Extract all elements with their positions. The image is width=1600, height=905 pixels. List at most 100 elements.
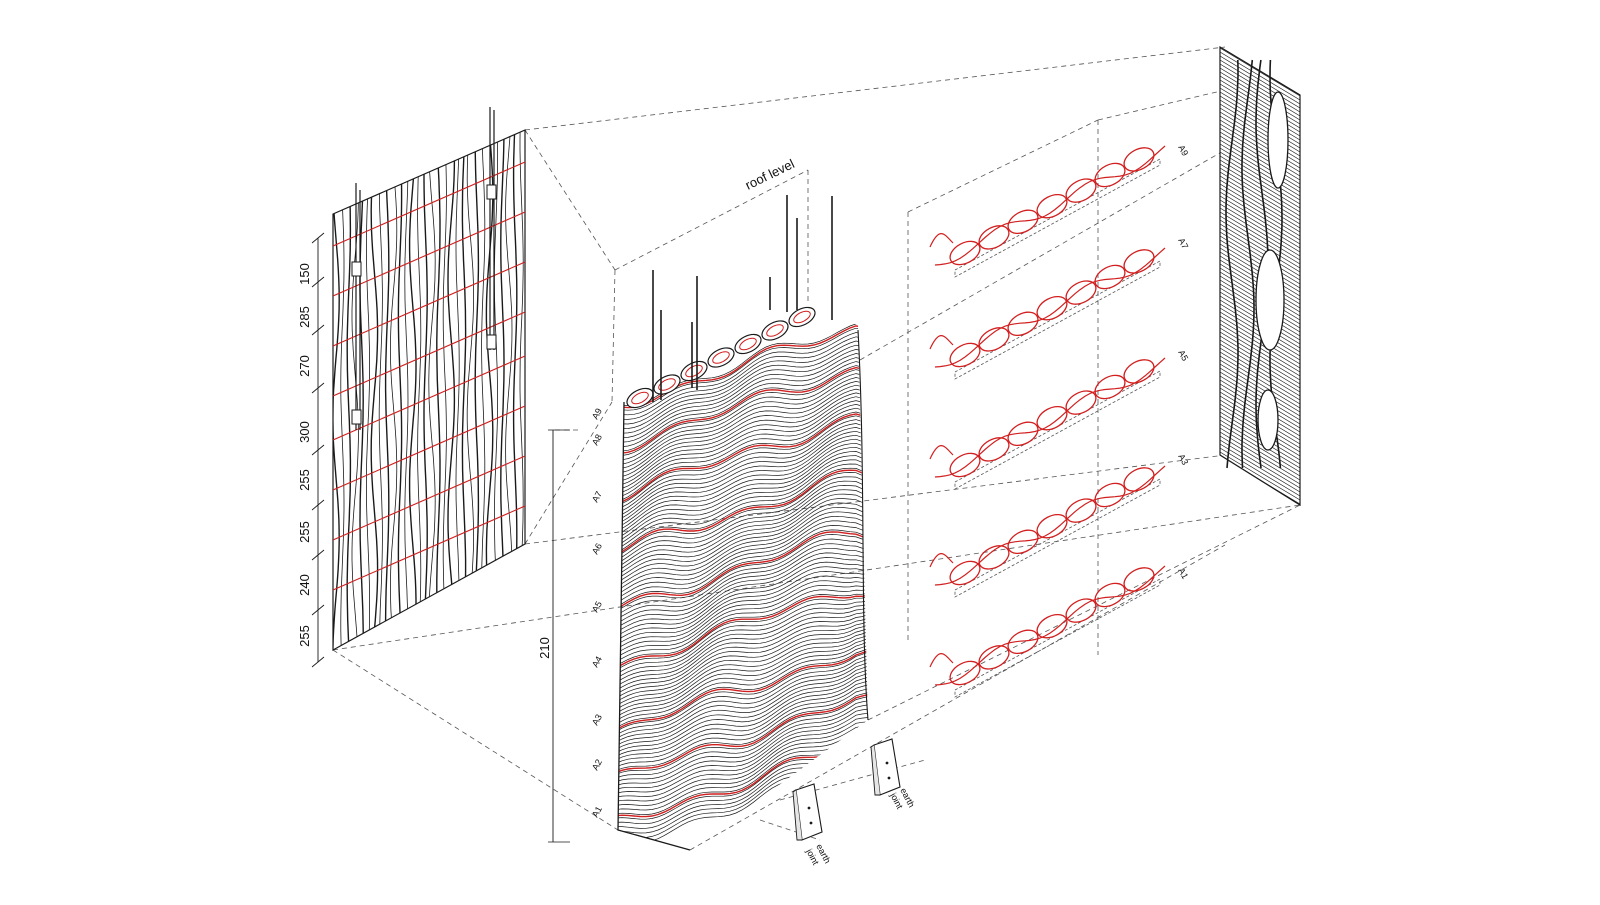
guide-line (779, 759, 926, 801)
side-layer-line (1220, 135, 1300, 185)
wall-print-layer (618, 614, 868, 691)
wall-print-layer (618, 725, 868, 802)
rod-coupler (351, 409, 362, 425)
side-layer-line (1220, 451, 1300, 501)
section-cell (1036, 613, 1068, 639)
side-void-wall (1241, 59, 1255, 469)
side-layer-line (1220, 203, 1300, 253)
wall-print-layer (618, 692, 868, 772)
wall-print-layer (618, 529, 868, 608)
wall-print-layer (618, 353, 868, 439)
dim-label-1: 150 (297, 263, 312, 285)
wall-print-layer (618, 511, 868, 592)
wall-print-layer (618, 381, 868, 470)
dimension-tick (311, 324, 325, 336)
section-plate (954, 260, 1161, 380)
section-cell (1007, 529, 1039, 555)
section-cell (949, 240, 981, 266)
wall-print-layer (618, 411, 868, 503)
side-layer-line (1220, 55, 1300, 105)
wall-print-layer (618, 438, 868, 529)
wall-level-courses (618, 325, 868, 818)
wall-print-layer (618, 404, 868, 495)
height-dimension-label: 210 (537, 637, 552, 659)
wall-top-infill-pattern (626, 306, 816, 409)
wall-print-layer (618, 600, 868, 675)
side-layer-line (1220, 187, 1300, 237)
wall-print-layer (618, 489, 868, 573)
elevation-dimension-chain: 150 285 270 300 255 255 240 255 (297, 232, 325, 668)
top-infill-cell-inner (793, 310, 811, 324)
wall-print-layer (618, 340, 868, 425)
wall-right-edge (857, 329, 869, 721)
section-label-a3: A3 (1176, 452, 1190, 466)
wall-level-course (618, 413, 868, 505)
side-layer-line (1220, 131, 1300, 181)
elevation-layer-stripes (333, 130, 524, 650)
section-contour (934, 465, 1166, 586)
section-contour (934, 145, 1166, 266)
section-cell (1007, 209, 1039, 235)
guide-line (907, 119, 1099, 213)
side-layer-line (1220, 447, 1300, 497)
wall-print-layer (618, 430, 868, 521)
section-cell (1007, 629, 1039, 655)
joint-hole (807, 806, 811, 810)
dim-label-3: 270 (297, 355, 312, 377)
section-cell (1065, 280, 1097, 305)
wall-print-layer (618, 369, 868, 457)
guide-line (611, 269, 616, 403)
section-cell (1036, 193, 1068, 219)
side-layer-line (1220, 371, 1300, 421)
wall-print-layer (618, 520, 868, 600)
side-layer-line (1220, 191, 1300, 241)
dimension-tick (311, 549, 325, 561)
section-plate (954, 370, 1161, 490)
top-infill-cell (788, 306, 816, 328)
side-layer-line (1220, 51, 1300, 101)
side-layer-line (1220, 143, 1300, 193)
guide-line (759, 819, 821, 841)
wall-print-layer (618, 669, 868, 750)
section-label-a1: A1 (1176, 566, 1190, 580)
elevation-stripe (436, 130, 441, 650)
wall-print-layer (618, 747, 868, 825)
section-cell (1007, 421, 1039, 447)
section-cell (978, 225, 1010, 250)
section-plate (954, 578, 1161, 698)
dim-label-6: 255 (297, 521, 312, 543)
joint-hole (809, 821, 813, 825)
elevation-reinforcement-rods (351, 107, 497, 430)
wall-print-layer (618, 357, 868, 443)
section-label-a5: A5 (1176, 348, 1190, 362)
wall-print-layer (618, 631, 868, 711)
elevation-course-line (333, 405, 525, 491)
side-layer-line (1220, 211, 1300, 261)
level-label-a5: A5 (590, 600, 604, 614)
top-infill-cell-inner (712, 351, 730, 364)
wall-print-layer (618, 463, 868, 550)
section-cell (949, 452, 981, 478)
dim-label-8: 255 (297, 625, 312, 647)
wall-print-layer (618, 580, 868, 654)
wall-print-layer (618, 644, 868, 725)
wall-print-layer (618, 344, 868, 429)
joint-hole (885, 761, 889, 765)
section-contour-end (929, 233, 954, 248)
side-layer-line (1220, 231, 1300, 281)
earth-joints (792, 738, 901, 841)
level-label-a3: A3 (590, 713, 604, 727)
section-label-a7: A7 (1176, 236, 1190, 250)
wall-print-layer (618, 543, 868, 620)
side-layer-line (1220, 347, 1300, 397)
wall-elevation-panel (332, 107, 526, 652)
wall-level-course (618, 469, 868, 556)
height-dimension: 210 (537, 429, 570, 843)
wall-print-layer (618, 332, 868, 416)
wall-print-layer (618, 480, 868, 565)
section-cell (1065, 178, 1097, 203)
wall-left-edge (617, 401, 691, 851)
level-label-a9: A9 (590, 407, 604, 421)
elevation-stripe (466, 130, 474, 650)
section-plate (954, 158, 1161, 278)
